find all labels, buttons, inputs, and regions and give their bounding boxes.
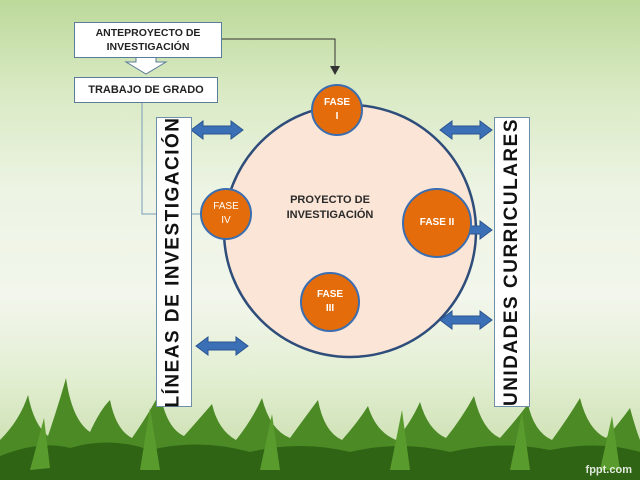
- phase-2-line1: FASE II: [419, 217, 455, 228]
- double-arrow-right-top: [439, 120, 493, 140]
- phase-1-node: FASE I: [311, 84, 363, 136]
- phase-1-line2: I: [335, 111, 339, 122]
- grass-decoration: [0, 378, 640, 480]
- lineas-de-investigacion-label: LÍNEAS DE INVESTIGACIÓN: [163, 116, 184, 408]
- phase-3-line2: III: [325, 303, 335, 314]
- unidades-curriculares-box: UNIDADES CURRICULARES: [494, 117, 530, 407]
- anteproyecto-box: ANTEPROYECTO DE INVESTIGACIÓN: [74, 22, 222, 58]
- phase-3-line1: FASE: [316, 289, 344, 300]
- trabajo-de-grado-box: TRABAJO DE GRADO: [74, 77, 218, 103]
- double-arrow-right-bottom: [439, 310, 493, 330]
- phase-2-node: FASE II: [402, 188, 472, 258]
- double-arrow-left-bottom: [195, 336, 249, 356]
- trabajo-de-grado-label: TRABAJO DE GRADO: [88, 84, 204, 96]
- double-arrow-left-top: [190, 120, 244, 140]
- connector-line-top: [222, 38, 336, 72]
- phase-4-node: FASE IV: [200, 188, 252, 240]
- watermark: fppt.com: [585, 464, 632, 476]
- phase-4-line1: FASE: [213, 201, 239, 212]
- anteproyecto-line2: INVESTIGACIÓN: [106, 41, 190, 53]
- phase-4-line2: IV: [221, 215, 231, 226]
- phase-1-line1: FASE: [323, 97, 351, 108]
- connector-arrowhead: [330, 66, 340, 75]
- proyecto-line2: INVESTIGACIÓN: [286, 209, 374, 221]
- proyecto-line1: PROYECTO DE: [290, 194, 370, 206]
- phase-3-node: FASE III: [300, 272, 360, 332]
- anteproyecto-line1: ANTEPROYECTO DE: [95, 27, 201, 39]
- lineas-de-investigacion-box: LÍNEAS DE INVESTIGACIÓN: [156, 116, 192, 408]
- unidades-curriculares-label: UNIDADES CURRICULARES: [501, 117, 523, 407]
- proyecto-de-investigacion-label: PROYECTO DE INVESTIGACIÓN: [270, 193, 390, 223]
